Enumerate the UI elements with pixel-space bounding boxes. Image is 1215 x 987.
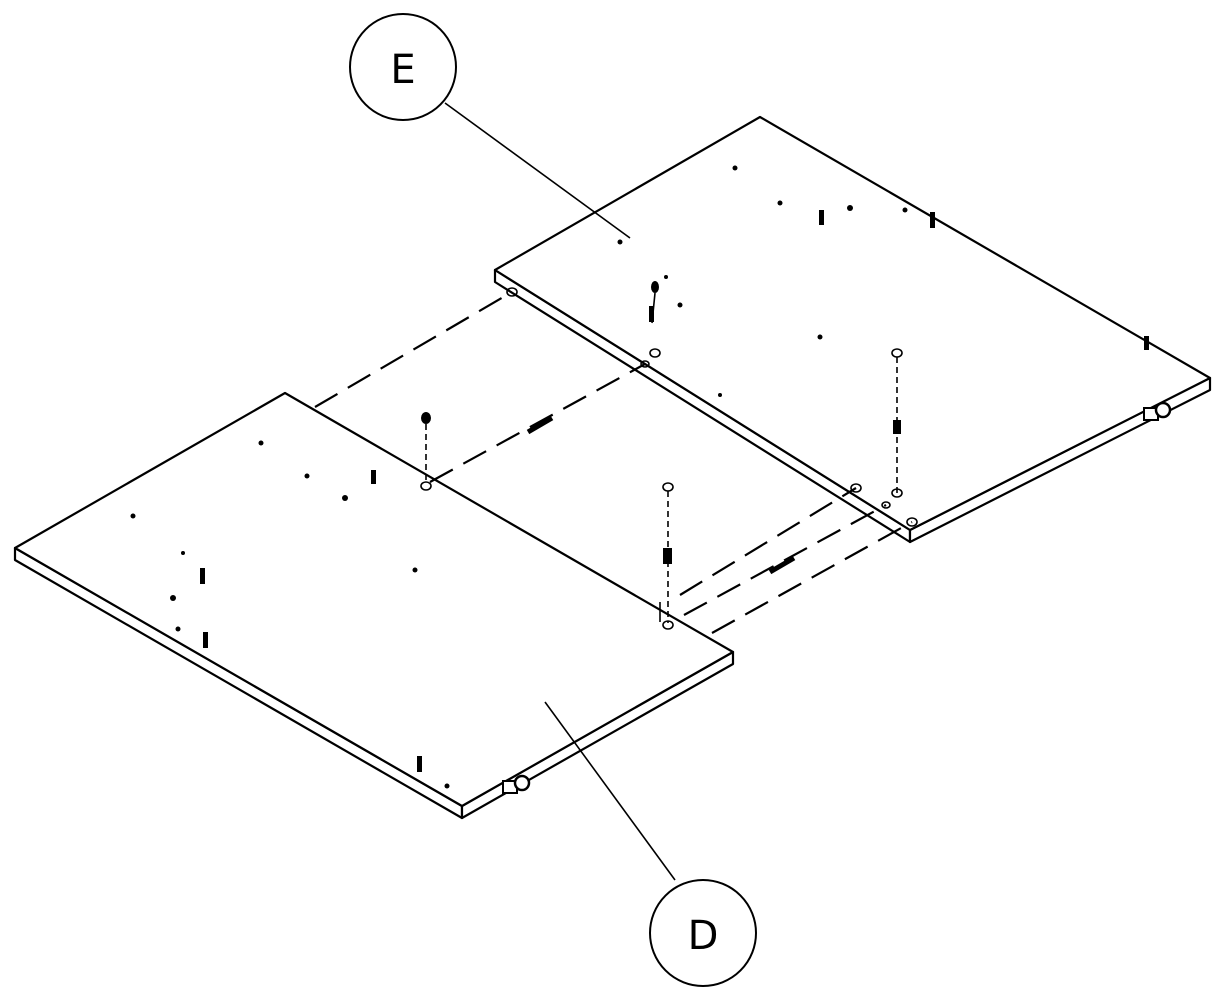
callout-d: D [544, 701, 757, 987]
callout-e-label: E [390, 47, 415, 93]
assembly-guide-lines [314, 291, 913, 634]
panel-e [493, 115, 1212, 544]
callout-d-label: D [688, 913, 719, 959]
panel-d-holes [130, 440, 450, 789]
panel-d-top-face [13, 391, 735, 808]
panel-e-top-face [493, 115, 1212, 532]
callout-d-circle [649, 879, 757, 987]
callout-e-circle [349, 13, 457, 121]
panel-e-cam-lock [1143, 401, 1172, 421]
panel-d [13, 391, 735, 820]
callout-e: E [349, 13, 631, 239]
panel-d-cam-lock [502, 774, 531, 794]
panel-e-holes [617, 165, 1149, 397]
